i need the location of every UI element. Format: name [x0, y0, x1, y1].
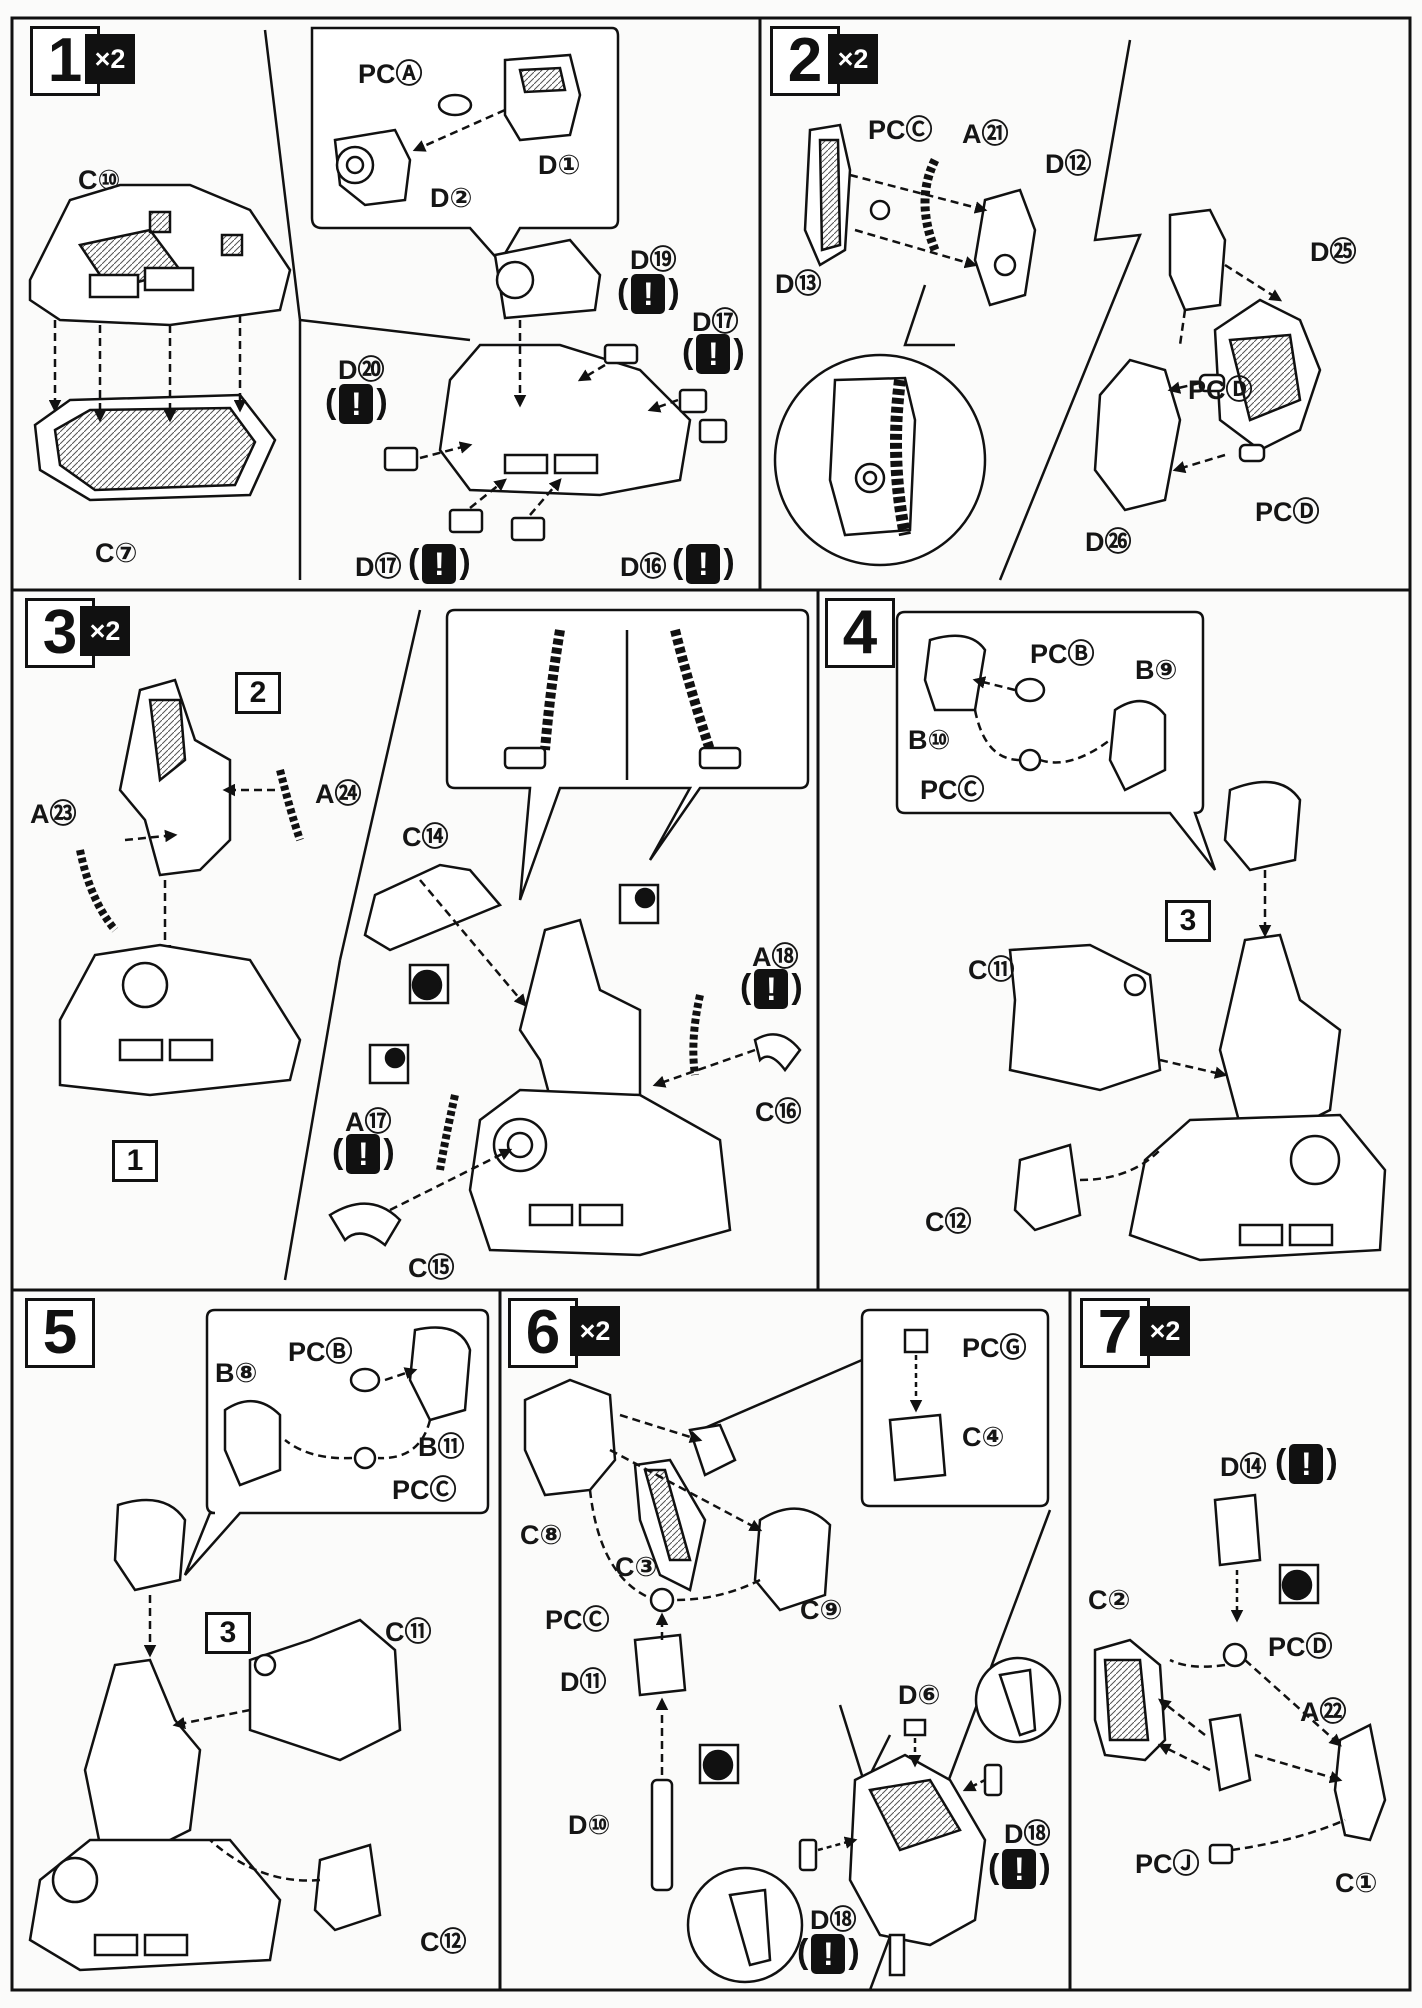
label-pcc: PCⒸ: [545, 1605, 610, 1635]
ref-step-3: 3: [205, 1612, 251, 1654]
label-c8: C⑧: [520, 1520, 563, 1550]
label-pcj: PCⒿ: [1135, 1849, 1200, 1879]
step7-artwork: [1093, 1493, 1387, 1865]
label-b10: B⑩: [908, 725, 951, 755]
label-a22: A㉒: [1300, 1697, 1347, 1727]
warning-d18-right: (!): [988, 1848, 1051, 1890]
label-pca: PCⒶ: [358, 59, 423, 89]
warning-d14: (!): [1275, 1443, 1338, 1485]
label-pcb: PCⒷ: [1030, 639, 1095, 669]
label-b8: B⑧: [215, 1358, 258, 1388]
label-a23: A㉓: [30, 799, 77, 829]
label-c1: C①: [1335, 1868, 1378, 1898]
label-a24: A㉔: [315, 779, 362, 809]
label-d18-left: D⑱: [810, 1905, 857, 1935]
label-d11: D⑪: [560, 1667, 607, 1697]
label-pcg: PCⒼ: [962, 1333, 1027, 1363]
label-d16: D⑯: [620, 552, 667, 582]
warning-d17-bottom: (!): [408, 543, 471, 585]
label-pcd: PCⒹ: [1268, 1632, 1333, 1662]
label-c11: C⑪: [968, 955, 1015, 985]
step4-artwork: [895, 610, 1387, 1262]
label-c3: C③: [615, 1552, 658, 1582]
label-pcd-upper: PCⒹ: [1188, 375, 1253, 405]
ref-step-1: 1: [112, 1140, 158, 1182]
step5-artwork: [28, 1308, 490, 1972]
label-d10: D⑩: [568, 1810, 611, 1840]
label-d18-right: D⑱: [1004, 1819, 1051, 1849]
warning-d17-top: (!): [682, 333, 745, 375]
label-c2: C②: [1088, 1585, 1131, 1615]
outer-frame: [10, 16, 1412, 1992]
step-6-multiplier: ×2: [570, 1306, 620, 1356]
label-pcc: PCⒸ: [920, 775, 985, 805]
step6-artwork: [523, 1308, 1062, 1991]
label-c14: C⑭: [402, 822, 449, 852]
warning-d19: (!): [617, 273, 680, 315]
step3-artwork: [58, 608, 810, 1281]
ref-step-2: 2: [235, 672, 281, 714]
panel-frames: [10, 16, 1412, 1992]
label-d14: D⑭: [1220, 1452, 1267, 1482]
label-pcd-lower: PCⒹ: [1255, 497, 1320, 527]
label-b9: B⑨: [1135, 655, 1178, 685]
step-2-multiplier: ×2: [828, 34, 878, 84]
label-d17-bottom: D⑰: [355, 552, 402, 582]
label-c12: C⑫: [420, 1927, 467, 1957]
label-d13: D⑬: [775, 269, 822, 299]
label-a18: A⑱: [752, 942, 799, 972]
label-b11: B⑪: [418, 1432, 465, 1462]
label-a21: A㉑: [962, 119, 1009, 149]
step-1-multiplier: ×2: [85, 34, 135, 84]
step-4-number: 4: [825, 598, 895, 668]
label-d17-top: D⑰: [692, 307, 739, 337]
ref-step-3: 3: [1165, 900, 1211, 942]
label-d26: D㉖: [1085, 527, 1132, 557]
step-6-number: 6: [508, 1298, 578, 1368]
label-c10: C⑩: [78, 165, 121, 195]
label-a17: A⑰: [345, 1107, 392, 1137]
step2-artwork: [773, 39, 1322, 581]
label-d20: D⑳: [338, 355, 385, 385]
warning-a17: (!): [332, 1133, 395, 1175]
label-pcc: PCⒸ: [868, 115, 933, 145]
label-c15: C⑮: [408, 1253, 455, 1283]
warning-d16: (!): [672, 543, 735, 585]
step1-artwork: [28, 26, 728, 580]
label-d25: D㉕: [1310, 237, 1357, 267]
step-7-multiplier: ×2: [1140, 1306, 1190, 1356]
label-pcb: PCⒷ: [288, 1337, 353, 1367]
label-c16: C⑯: [755, 1097, 802, 1127]
label-c7: C⑦: [95, 538, 138, 568]
warning-d18-left: (!): [797, 1933, 860, 1975]
warning-d20: (!): [325, 383, 388, 425]
label-c11: C⑪: [385, 1617, 432, 1647]
label-c12: C⑫: [925, 1207, 972, 1237]
step-3-multiplier: ×2: [80, 606, 130, 656]
label-c4: C④: [962, 1422, 1005, 1452]
label-pcc: PCⒸ: [392, 1475, 457, 1505]
step-7-number: 7: [1080, 1298, 1150, 1368]
label-d19: D⑲: [630, 245, 677, 275]
label-d1: D①: [538, 150, 581, 180]
label-d2: D②: [430, 183, 473, 213]
label-d6: D⑥: [898, 1680, 941, 1710]
label-d12: D⑫: [1045, 149, 1092, 179]
warning-a18: (!): [740, 968, 803, 1010]
step-5-number: 5: [25, 1298, 95, 1368]
label-c9: C⑨: [800, 1595, 843, 1625]
